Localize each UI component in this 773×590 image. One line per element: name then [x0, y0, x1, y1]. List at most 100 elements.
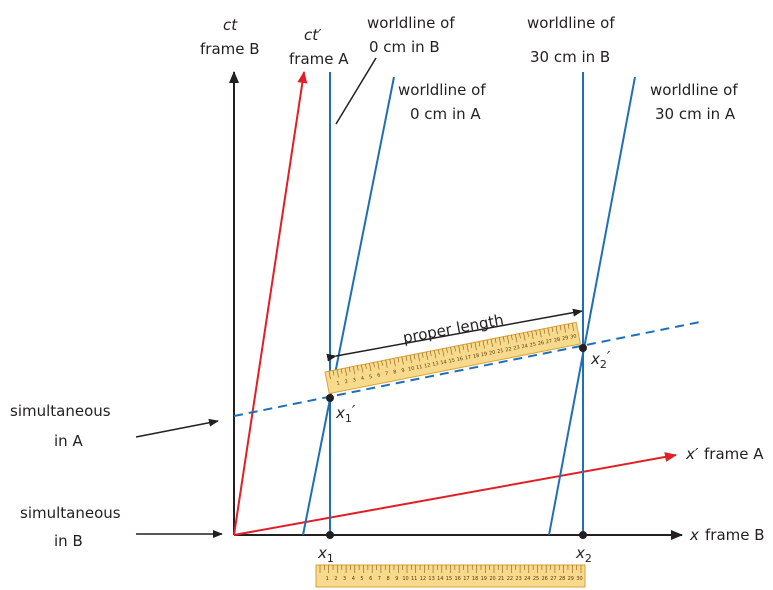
ctprime-frame-label: frame A [289, 50, 349, 68]
bottom-ruler-tick-label: 29 [568, 576, 574, 582]
tilted-ruler-tick-label: 24 [521, 343, 528, 350]
tilted-ruler-tick [369, 363, 372, 372]
bottom-ruler-tick-label: 21 [498, 576, 504, 582]
xprime-axis [233, 452, 677, 536]
tilted-ruler-tick [377, 361, 380, 370]
bottom-ruler-tick-label: 5 [360, 576, 363, 582]
tilted-ruler-tick [348, 367, 351, 373]
worldline-30cm-A-label-1: worldline of [650, 81, 738, 99]
tilted-ruler-tick-label: 10 [408, 366, 415, 373]
point-x1 [326, 531, 334, 539]
x-axis-frame-label: frame B [705, 526, 765, 544]
tilted-ruler-tick [357, 365, 359, 371]
bottom-ruler-tick-label: 18 [472, 576, 478, 582]
tilted-ruler-tick-label: 11 [416, 364, 423, 371]
bottom-ruler-tick-label: 1 [326, 576, 329, 582]
tilted-ruler-tick-label: 23 [513, 345, 520, 352]
worldline-0cm-A [302, 76, 395, 536]
bottom-ruler-tick-label: 20 [489, 576, 495, 582]
tilted-ruler-tick-label: 21 [497, 348, 504, 355]
tilted-ruler-tick-label: 1 [336, 380, 340, 387]
worldline-0cm-A-label-2: 0 cm in A [410, 105, 481, 123]
tilted-ruler-tick-label: 18 [472, 353, 479, 360]
worldline-0cm-A-label-1: worldline of [398, 81, 486, 99]
bottom-ruler-tick-label: 9 [395, 576, 398, 582]
x1-label: x1 [317, 544, 334, 565]
tilted-ruler-tick-label: 13 [432, 361, 439, 368]
ctprime-axis [233, 71, 308, 536]
tilted-ruler-tick-label: 27 [545, 338, 552, 345]
bottom-ruler-tick-label: 19 [481, 576, 487, 582]
simultaneous-A-label-2: in A [54, 432, 83, 450]
tilted-ruler-tick [340, 368, 343, 374]
bottom-ruler-tick-label: 27 [550, 576, 556, 582]
tilted-ruler-tick-label: 7 [385, 371, 389, 378]
tilted-ruler-tick-label: 20 [489, 350, 496, 357]
x2-label: x2 [575, 544, 592, 565]
x-axis-label: x [689, 526, 699, 544]
bottom-ruler-tick-label: 4 [352, 576, 355, 582]
tilted-ruler-tick-label: 4 [360, 376, 364, 383]
bottom-ruler-tick-label: 12 [420, 576, 426, 582]
tilted-ruler-tick-label: 25 [529, 342, 536, 349]
tilted-ruler-tick-label: 14 [440, 359, 447, 366]
tilted-ruler-tick-label: 6 [377, 372, 381, 379]
bottom-ruler-tick-label: 26 [542, 576, 548, 582]
ct-label: ct [223, 16, 238, 34]
bottom-ruler-tick-label: 24 [524, 576, 530, 582]
tilted-ruler-tick-label: 19 [481, 351, 488, 358]
tilted-ruler-tick [381, 360, 383, 366]
tilted-ruler-tick-label: 29 [562, 335, 569, 342]
point-x2 [579, 531, 587, 539]
point-x1-prime [326, 394, 334, 402]
worldline-30cm-A-label-2: 30 cm in A [655, 105, 736, 123]
simultaneous-in-A-line [233, 321, 701, 417]
proper-length-arrow [326, 308, 583, 362]
worldline-30cm-B-label-1: worldline of [527, 14, 615, 32]
bottom-ruler-tick-label: 2 [334, 576, 337, 582]
worldline-30cm-A [548, 76, 636, 536]
tilted-ruler-tick-label: 28 [554, 337, 561, 344]
tilted-ruler-tick [373, 362, 375, 368]
bottom-ruler-tick-label: 16 [455, 576, 461, 582]
tilted-ruler-tick-label: 15 [448, 358, 455, 365]
tilted-ruler-tick-label: 5 [369, 374, 373, 381]
bottom-ruler-tick-label: 8 [387, 576, 390, 582]
bottom-ruler-tick-label: 23 [515, 576, 521, 582]
simultaneous-A-label-1: simultaneous [10, 402, 111, 420]
ctprime-label: ct′ [304, 26, 322, 44]
pointer-worldline-0cm-B [335, 57, 377, 125]
tilted-ruler-tick-label: 3 [352, 377, 356, 384]
bottom-ruler-tick-label: 25 [533, 576, 539, 582]
tilted-ruler-tick [328, 371, 331, 380]
bottom-ruler-tick-label: 6 [369, 576, 372, 582]
bottom-ruler-tick-label: 22 [507, 576, 513, 582]
xprime-label: x′ [685, 445, 699, 463]
tilted-ruler-tick-label: 22 [505, 346, 512, 353]
tilted-ruler-tick [336, 369, 339, 378]
tilted-ruler-tick [344, 367, 347, 376]
tilted-ruler-tick [352, 366, 356, 375]
tilted-ruler-tick [365, 363, 367, 369]
tilted-ruler-tick-label: 9 [401, 368, 405, 375]
tilted-ruler-tick-label: 30 [570, 334, 577, 341]
bottom-ruler-tick-label: 13 [428, 576, 434, 582]
worldline-0cm-B-label-2: 0 cm in B [369, 38, 440, 56]
bottom-ruler-tick-label: 28 [559, 576, 565, 582]
bottom-ruler-tick-label: 15 [446, 576, 452, 582]
bottom-ruler-tick-label: 17 [463, 576, 469, 582]
point-x2-prime [579, 344, 587, 352]
worldline-30cm-B-label-2: 30 cm in B [530, 48, 610, 66]
xprime-frame-label: frame A [704, 445, 764, 463]
x1-prime-label: x1′ [335, 402, 356, 425]
simultaneous-B-label-2: in B [54, 532, 83, 550]
tilted-ruler-tick-label: 12 [424, 362, 431, 369]
tilted-ruler-tick-label: 26 [537, 340, 544, 347]
worldline-0cm-B-label-1: worldline of [367, 14, 455, 32]
bottom-ruler-tick-label: 30 [576, 576, 582, 582]
tilted-ruler-tick [332, 370, 335, 376]
